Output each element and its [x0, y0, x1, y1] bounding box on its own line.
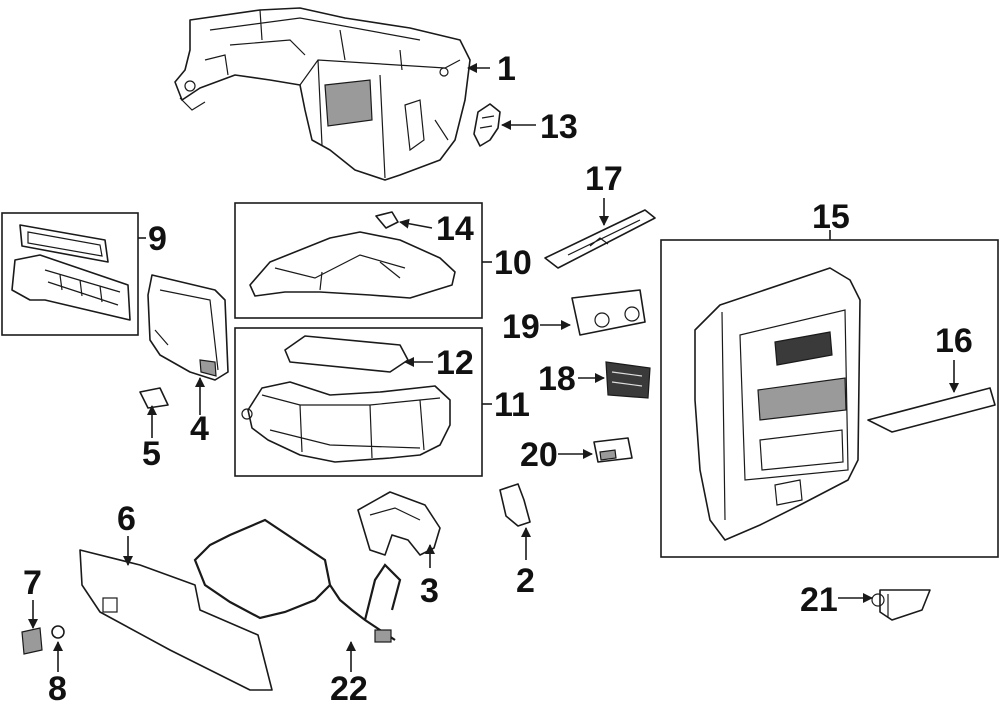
callout-17: 17	[585, 160, 623, 198]
callout-11: 11	[494, 386, 530, 424]
callout-20: 20	[520, 436, 558, 474]
callout-22: 22	[330, 670, 368, 708]
callout-5: 5	[142, 435, 161, 473]
part-10-group-frame	[234, 202, 483, 319]
callout-1: 1	[497, 50, 516, 88]
part-7-plug[interactable]	[21, 627, 43, 655]
part-4-side-panel[interactable]	[147, 274, 229, 381]
part-17-trim-strip[interactable]	[544, 209, 656, 269]
part-9-bezel[interactable]	[19, 224, 109, 263]
part-16-cover[interactable]	[867, 387, 996, 433]
callout-6: 6	[117, 500, 136, 538]
callout-labels: 1 13 17 15 9 14 10 19 16 12 18 11 4 5 20…	[23, 50, 973, 708]
callout-7: 7	[23, 564, 42, 602]
callout-14: 14	[436, 210, 474, 248]
callout-10: 10	[494, 244, 532, 282]
part-19-control-module[interactable]	[571, 289, 646, 336]
part-15-rear-panel[interactable]	[694, 267, 861, 541]
callout-13: 13	[540, 108, 578, 146]
part-12-mat[interactable]	[284, 335, 409, 373]
part-22-wiring-harness[interactable]	[193, 518, 402, 643]
callout-12: 12	[436, 344, 474, 382]
part-9-group-frame	[1, 212, 139, 336]
callout-16: 16	[935, 322, 973, 360]
callout-8: 8	[48, 670, 67, 708]
part-2-bracket[interactable]	[499, 483, 531, 527]
callout-2: 2	[516, 562, 535, 600]
part-18-vent[interactable]	[605, 361, 651, 399]
callout-9: 9	[148, 220, 167, 258]
part-6-trim-panel[interactable]	[79, 549, 273, 691]
callout-19: 19	[502, 308, 540, 346]
callout-21: 21	[800, 581, 838, 619]
part-1-console-bracket[interactable]	[174, 7, 471, 181]
callout-3: 3	[420, 572, 439, 610]
callout-15: 15	[812, 198, 850, 236]
part-21-hinge[interactable]	[871, 589, 931, 621]
part-10-lower-panel[interactable]	[249, 231, 456, 299]
part-3-duct[interactable]	[357, 491, 441, 556]
callout-18: 18	[538, 360, 576, 398]
part-11-group-frame	[234, 327, 483, 477]
leader-arrows	[28, 63, 959, 672]
part-13-clip[interactable]	[473, 103, 501, 147]
part-5-cap[interactable]	[139, 387, 169, 409]
callout-4: 4	[190, 410, 209, 448]
part-11-storage-bin[interactable]	[241, 381, 451, 463]
part-20-connector[interactable]	[593, 437, 633, 463]
part-14-clip[interactable]	[375, 211, 399, 229]
part-9-panel[interactable]	[11, 254, 131, 321]
part-8-fastener[interactable]	[51, 625, 65, 639]
